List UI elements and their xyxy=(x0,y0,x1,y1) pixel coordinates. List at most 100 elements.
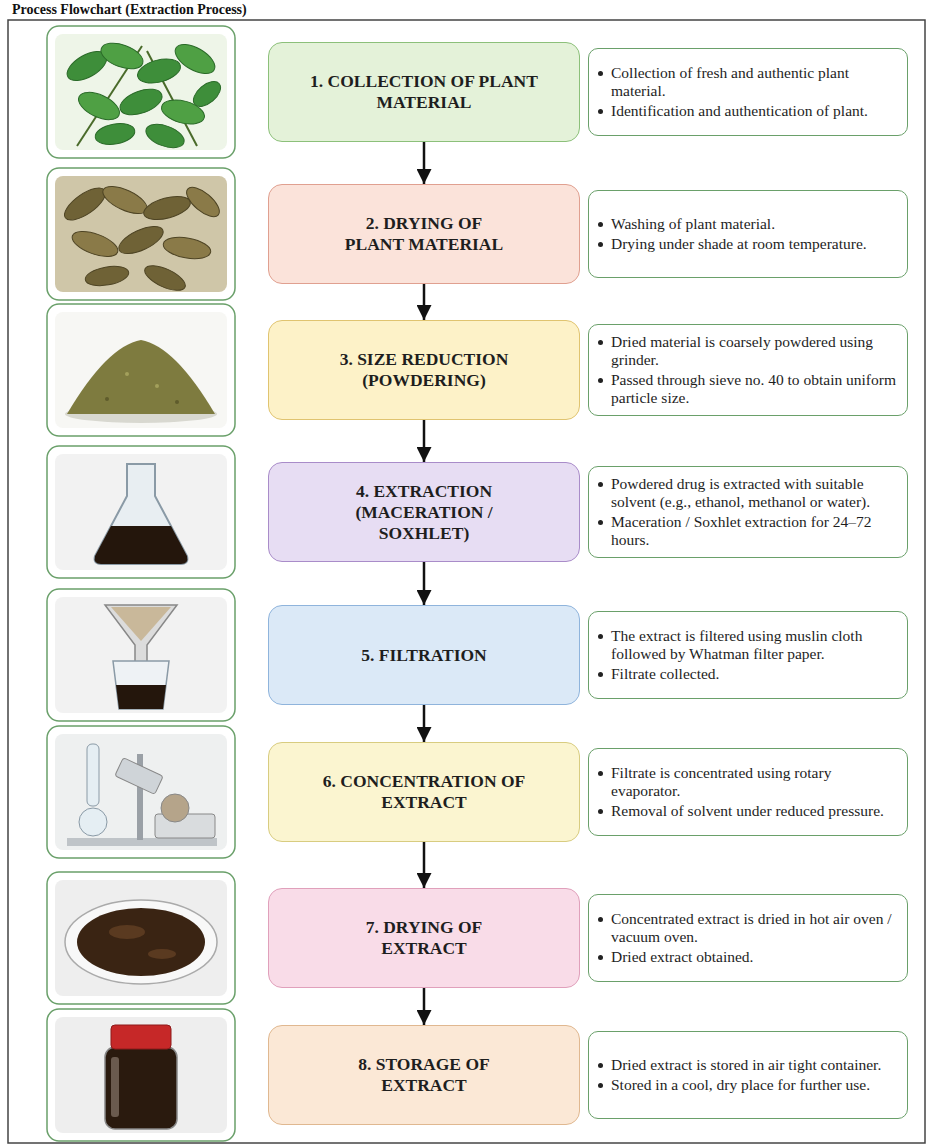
leaf xyxy=(94,121,137,148)
bullet-text: Removal of solvent under reduced pressur… xyxy=(611,802,899,820)
bullet-dot xyxy=(598,672,603,677)
bullet-item: The extract is filtered using muslin clo… xyxy=(611,627,899,663)
step-title: 1. COLLECTION OF PLANT MATERIAL xyxy=(309,71,539,113)
paste-highlight xyxy=(109,925,145,939)
description-box: Washing of plant material. Drying under s… xyxy=(588,190,908,278)
powder-grain xyxy=(125,372,129,376)
process-box: 1. COLLECTION OF PLANT MATERIAL xyxy=(268,42,580,142)
powder-picture xyxy=(47,304,235,436)
dried-leaf xyxy=(182,182,224,222)
jar-lid xyxy=(111,1025,171,1049)
process-box: 3. SIZE REDUCTION (POWDERING) xyxy=(268,320,580,420)
picture-frame xyxy=(47,446,235,578)
picture-ground xyxy=(55,1017,227,1133)
picture-ground xyxy=(55,34,227,150)
picture-ground xyxy=(55,734,227,850)
motor xyxy=(115,758,163,795)
bullet-item: Filtrate is concentrated using rotary ev… xyxy=(611,764,899,800)
bullet-text: Drying under shade at room temperature. xyxy=(611,235,899,253)
flask-picture xyxy=(47,446,235,578)
petri-dish xyxy=(65,900,217,984)
picture-frame xyxy=(47,726,235,858)
description-box: Dried extract is stored in air tight con… xyxy=(588,1031,908,1119)
leaf xyxy=(74,87,123,126)
picture-ground xyxy=(55,454,227,570)
evaporating-flask xyxy=(161,794,189,822)
bullet-item: Dried material is coarsely powdered usin… xyxy=(611,333,899,369)
bullet-dot xyxy=(598,242,603,247)
process-box: 6. CONCENTRATION OF EXTRACT xyxy=(268,742,580,842)
dried-leaf xyxy=(60,182,111,226)
bullet-text: Stored in a cool, dry place for further … xyxy=(611,1076,899,1094)
bullet-dot xyxy=(598,955,603,960)
picture-ground xyxy=(55,880,227,996)
bullet-text: Collection of fresh and authentic plant … xyxy=(611,64,899,100)
jar-body xyxy=(105,1047,177,1129)
description-box: Powdered drug is extracted with suitable… xyxy=(588,466,908,558)
bullet-item: Dried extract obtained. xyxy=(611,948,899,966)
bullet-item: Stored in a cool, dry place for further … xyxy=(611,1076,899,1094)
dried-leaf xyxy=(141,261,188,296)
picture-ground xyxy=(55,597,227,713)
dark-extract xyxy=(95,526,188,564)
bullet-text: Powdered drug is extracted with suitable… xyxy=(611,475,899,511)
powder-grain xyxy=(155,384,159,388)
dried-leaf xyxy=(69,226,121,261)
bullet-text: Maceration / Soxhlet extraction for 24–7… xyxy=(611,513,899,549)
step-title: 6. CONCENTRATION OF EXTRACT xyxy=(317,771,532,813)
flow-arrow xyxy=(423,284,426,320)
leaf xyxy=(189,77,225,111)
receiver xyxy=(113,661,169,709)
bullet-dot xyxy=(598,634,603,639)
condenser xyxy=(87,744,99,806)
dried-leaf xyxy=(115,221,167,259)
process-box: 2. DRYING OF PLANT MATERIAL xyxy=(268,184,580,284)
step-title: 3. SIZE REDUCTION (POWDERING) xyxy=(324,349,524,391)
step-title: 4. EXTRACTION (MACERATION / SOXHLET) xyxy=(337,481,512,544)
bullet-dot xyxy=(598,340,603,345)
leaf xyxy=(98,38,147,74)
picture-frame xyxy=(47,26,235,158)
process-box: 4. EXTRACTION (MACERATION / SOXHLET) xyxy=(268,462,580,562)
flow-arrow xyxy=(423,142,426,184)
powder-heap xyxy=(67,340,215,414)
jar-picture xyxy=(47,1009,235,1141)
picture-frame xyxy=(47,589,235,721)
description-box: Collection of fresh and authentic plant … xyxy=(588,48,908,136)
bullet-item: Dried extract is stored in air tight con… xyxy=(611,1056,899,1074)
bullet-item: Drying under shade at room temperature. xyxy=(611,235,899,253)
bullet-item: Powdered drug is extracted with suitable… xyxy=(611,475,899,511)
flow-arrow xyxy=(423,988,426,1025)
powder-grain xyxy=(105,397,109,401)
bullet-item: Identification and authentication of pla… xyxy=(611,102,899,120)
fresh-leaves-picture xyxy=(47,26,235,158)
flow-arrow xyxy=(423,705,426,742)
bullet-dot xyxy=(598,109,603,114)
page-title: Process Flowchart (Extraction Process) xyxy=(12,1,247,18)
step-title: 8. STORAGE OF EXTRACT xyxy=(337,1054,512,1096)
filter-paper xyxy=(111,607,171,641)
dried-leaf xyxy=(141,192,193,224)
bullet-text: Filtrate collected. xyxy=(611,665,899,683)
bullet-item: Filtrate collected. xyxy=(611,665,899,683)
leaf xyxy=(117,84,166,120)
bullet-item: Passed through sieve no. 40 to obtain un… xyxy=(611,371,899,407)
bullet-dot xyxy=(598,917,603,922)
bullet-dot xyxy=(598,1083,603,1088)
conical-flask xyxy=(95,464,188,564)
bullet-dot xyxy=(598,222,603,227)
bullet-text: Washing of plant material. xyxy=(611,215,899,233)
step-title: 2. DRYING OF PLANT MATERIAL xyxy=(339,213,509,255)
step-title: 7. DRYING OF EXTRACT xyxy=(342,917,507,959)
leaf xyxy=(135,55,183,88)
bullet-dot xyxy=(598,71,603,76)
bullet-dot xyxy=(598,809,603,814)
bullet-dot xyxy=(598,771,603,776)
glass-highlight xyxy=(111,1057,119,1117)
leaf xyxy=(170,38,219,79)
picture-ground xyxy=(55,176,227,292)
funnel xyxy=(105,605,177,663)
description-box: Concentrated extract is dried in hot air… xyxy=(588,894,908,982)
dried-leaf xyxy=(162,234,213,262)
filtrate xyxy=(116,685,166,709)
